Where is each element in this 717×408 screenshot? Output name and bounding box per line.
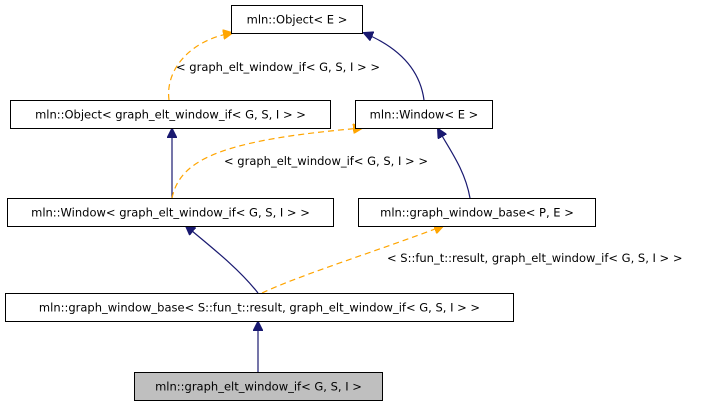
node-graph-window-base-full[interactable]: mln::graph_window_base< S::fun_t::result… [5, 293, 514, 322]
node-object-e[interactable]: mln::Object< E > [231, 5, 363, 34]
node-label: mln::Object< E > [247, 13, 348, 27]
edge-label-graph-window-base-template: < S::fun_t::result, graph_elt_window_if<… [387, 251, 683, 265]
edge-gwb-full-to-window-gew [186, 226, 259, 294]
node-window-e[interactable]: mln::Window< E > [355, 100, 493, 129]
node-label: mln::graph_window_base< P, E > [380, 206, 574, 220]
edge-gwb-pe-to-window-e [438, 129, 471, 199]
node-object-gew[interactable]: mln::Object< graph_elt_window_if< G, S, … [10, 100, 331, 129]
node-label: mln::Window< graph_elt_window_if< G, S, … [31, 206, 310, 220]
edge-labels: < graph_elt_window_if< G, S, I > > < gra… [176, 60, 683, 265]
node-graph-elt-window-if[interactable]: mln::graph_elt_window_if< G, S, I > [134, 372, 383, 401]
edge-label-object-template: < graph_elt_window_if< G, S, I > > [176, 60, 380, 74]
node-graph-window-base-pe[interactable]: mln::graph_window_base< P, E > [358, 198, 596, 227]
edge-window-gew-to-window-e [171, 128, 362, 199]
edge-label-window-template: < graph_elt_window_if< G, S, I > > [224, 154, 428, 168]
node-window-gew[interactable]: mln::Window< graph_elt_window_if< G, S, … [7, 198, 334, 227]
node-label: mln::graph_elt_window_if< G, S, I > [155, 380, 362, 394]
edge-object-gew-to-object-e [168, 33, 232, 101]
node-label: mln::Object< graph_elt_window_if< G, S, … [35, 108, 306, 122]
edges [168, 33, 471, 372]
node-label: mln::graph_window_base< S::fun_t::result… [39, 301, 480, 315]
node-label: mln::Window< E > [370, 108, 479, 122]
edge-window-e-to-object-e [364, 33, 425, 101]
